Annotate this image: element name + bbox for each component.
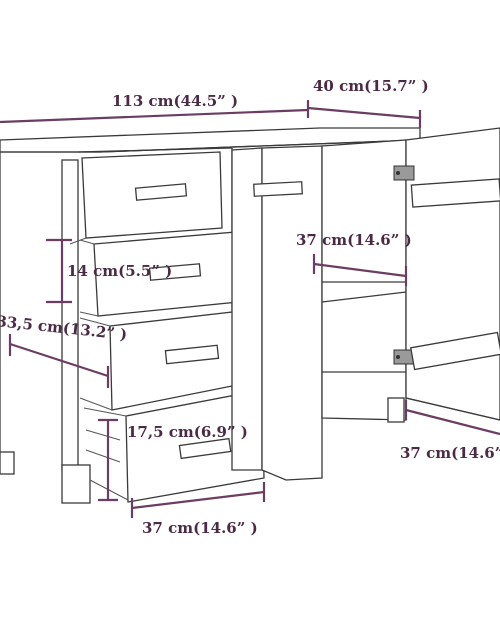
drawer-stack <box>69 147 265 503</box>
middle-panel <box>231 145 323 481</box>
label-cabinet-door-width: 37 cm(14.6” <box>400 444 500 462</box>
label-drawer-height-large: 17,5 cm(6.9” ) <box>127 423 248 441</box>
label-cabinet-inner-width: 37 cm(14.6” ) <box>296 231 412 249</box>
dimension-lines <box>0 100 500 518</box>
drawer-1 <box>69 151 223 245</box>
drawer-4 <box>83 389 265 503</box>
door-hinge-top <box>393 165 415 181</box>
label-total-width: 113 cm(44.5” ) <box>112 92 238 110</box>
drawer-3 <box>79 309 253 411</box>
label-drawer-width: 37 cm(14.6” ) <box>142 519 258 537</box>
label-total-depth: 40 cm(15.7” ) <box>313 77 429 95</box>
desk-left-side <box>0 152 91 504</box>
label-drawer-height-small: 14 cm(5.5” ) <box>67 262 172 280</box>
right-cabinet <box>321 127 500 423</box>
